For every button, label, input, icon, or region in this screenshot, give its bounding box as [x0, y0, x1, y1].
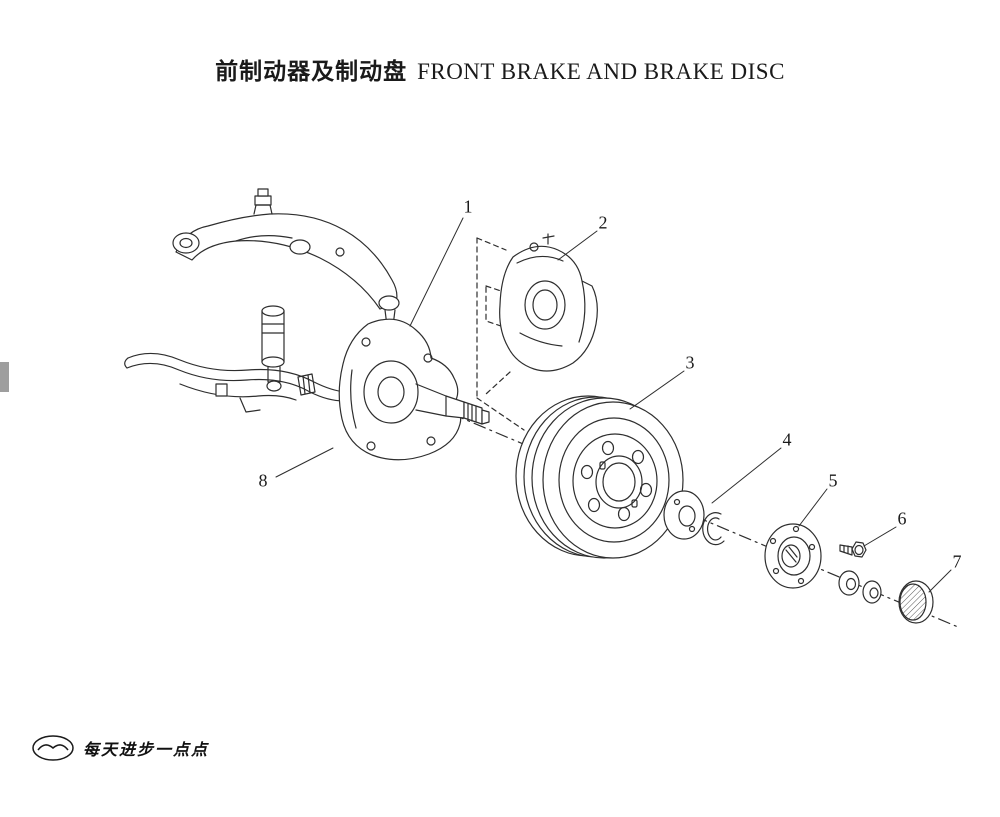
callout-1: 1 — [463, 196, 473, 217]
stabilizer-bar — [124, 352, 373, 413]
upper-control-arm — [172, 188, 400, 327]
callout-3: 3 — [685, 352, 695, 373]
dust-cap — [898, 580, 934, 624]
hub-retainer — [764, 523, 822, 589]
spindle-washers — [838, 570, 882, 604]
title-english: FRONT BRAKE AND BRAKE DISC — [417, 59, 785, 84]
bolt — [839, 541, 867, 558]
callout-4: 4 — [782, 429, 792, 450]
callout-6: 6 — [897, 508, 907, 529]
steering-knuckle — [338, 318, 490, 461]
page-edge-tab — [0, 362, 9, 392]
brake-disc — [515, 395, 684, 559]
callout-7: 7 — [952, 551, 962, 572]
callout-5: 5 — [828, 470, 838, 491]
shock-absorber — [261, 305, 285, 392]
callout-8: 8 — [258, 470, 268, 491]
title-chinese: 前制动器及制动盘 — [215, 59, 408, 85]
brand-slogan: 每天进步一点点 — [83, 740, 210, 759]
leader-lines — [275, 217, 952, 593]
lock-washer — [663, 490, 725, 546]
brand-emblem-icon — [32, 735, 74, 761]
callout-2: 2 — [598, 212, 608, 233]
footer-logo: 每天进步一点点 — [30, 733, 209, 763]
brake-caliper — [499, 233, 598, 372]
page-title: 前制动器及制动盘 FRONT BRAKE AND BRAKE DISC — [0, 52, 1000, 86]
